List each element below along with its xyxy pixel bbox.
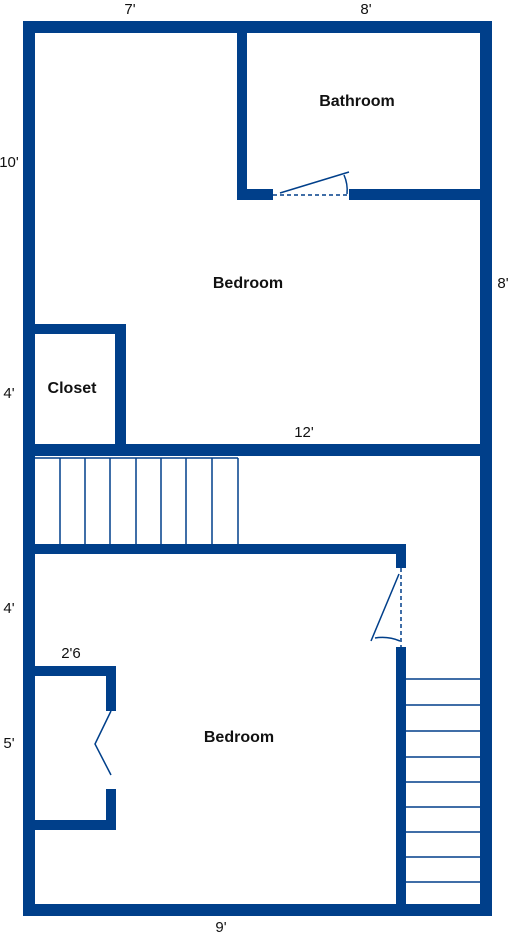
- lower-closet-wall-top: [35, 666, 116, 676]
- dimension-top-left: 7': [124, 1, 135, 18]
- outer-wall-left: [23, 21, 35, 916]
- closet-wall-top: [35, 324, 126, 334]
- dimension-left-upper: 10': [0, 154, 19, 171]
- bedroom-door-swing: [374, 636, 401, 642]
- dimension-bottom: 9': [215, 919, 226, 935]
- walls: [23, 21, 492, 916]
- doors: [94, 171, 402, 776]
- room-label-closet: Closet: [48, 380, 98, 397]
- lower-bedroom-wall-right: [396, 647, 406, 904]
- lower-closet-wall-bottom: [35, 820, 116, 830]
- stair-wall: [35, 544, 406, 554]
- outer-wall-bottom: [23, 904, 492, 916]
- dimension-left-closet: 4': [3, 385, 14, 402]
- room-label-bedroom-lower: Bedroom: [204, 729, 274, 746]
- closet-bifold-door: [94, 710, 112, 776]
- bathroom-wall-bottom-left: [237, 189, 273, 200]
- bathroom-wall-left: [237, 33, 247, 200]
- dimension-right-upper: 8': [497, 275, 508, 292]
- outer-wall-top: [23, 21, 492, 33]
- bathroom-door-leaf: [279, 171, 350, 194]
- lower-closet-wall-right-top: [106, 666, 116, 711]
- dimension-left-lower: 5': [3, 735, 14, 752]
- lower-stairs: [406, 678, 480, 883]
- dimension-left-hall: 4': [3, 600, 14, 617]
- outer-wall-right: [480, 21, 492, 916]
- dimension-closet-width: 2'6: [61, 645, 81, 662]
- upper-stairs: [35, 457, 239, 544]
- room-label-bathroom: Bathroom: [319, 93, 395, 110]
- bathroom-wall-bottom-right: [349, 189, 480, 200]
- lower-closet-wall-right-bottom: [106, 789, 116, 830]
- dimension-middle: 12': [294, 424, 314, 441]
- stair-wall-end: [396, 544, 406, 568]
- middle-wall: [35, 444, 480, 456]
- closet-wall-right: [115, 324, 126, 446]
- room-label-bedroom-upper: Bedroom: [213, 275, 283, 292]
- bathroom-door-swing: [343, 174, 348, 195]
- dimension-top-right: 8': [360, 1, 371, 18]
- bedroom-door-leaf: [370, 573, 400, 642]
